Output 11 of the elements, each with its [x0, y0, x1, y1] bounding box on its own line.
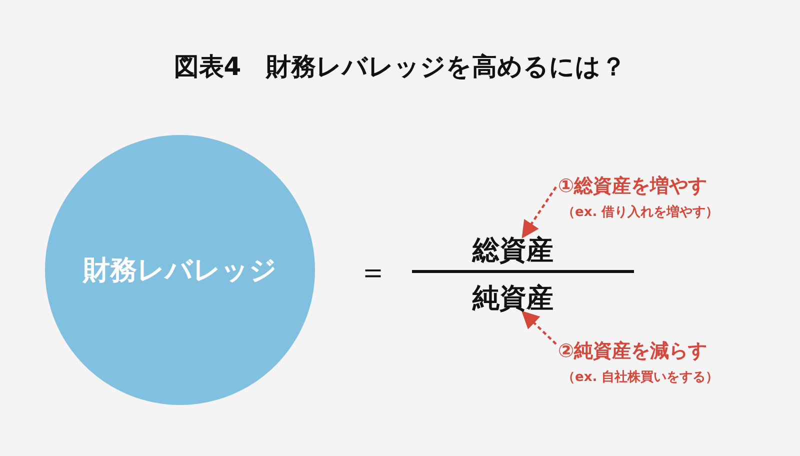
annotation-heading: ①総資産を増やす [558, 174, 708, 199]
annotation-note: （ex. 借り入れを増やす） [562, 204, 719, 221]
annotation-note: （ex. 自社株買いをする） [562, 369, 719, 386]
dashed-arrow [522, 186, 557, 238]
formula-term: 純資産 [472, 283, 554, 314]
circle-label: 財務レバレッジ [83, 254, 277, 288]
formula-term: 総資産 [472, 235, 554, 266]
title: 図表4 財務レバレッジを高めるには？ [172, 51, 628, 83]
equals-sign: ＝ [358, 254, 388, 292]
dashed-arrow [521, 310, 557, 345]
annotation-heading: ②純資産を減らす [558, 339, 708, 364]
